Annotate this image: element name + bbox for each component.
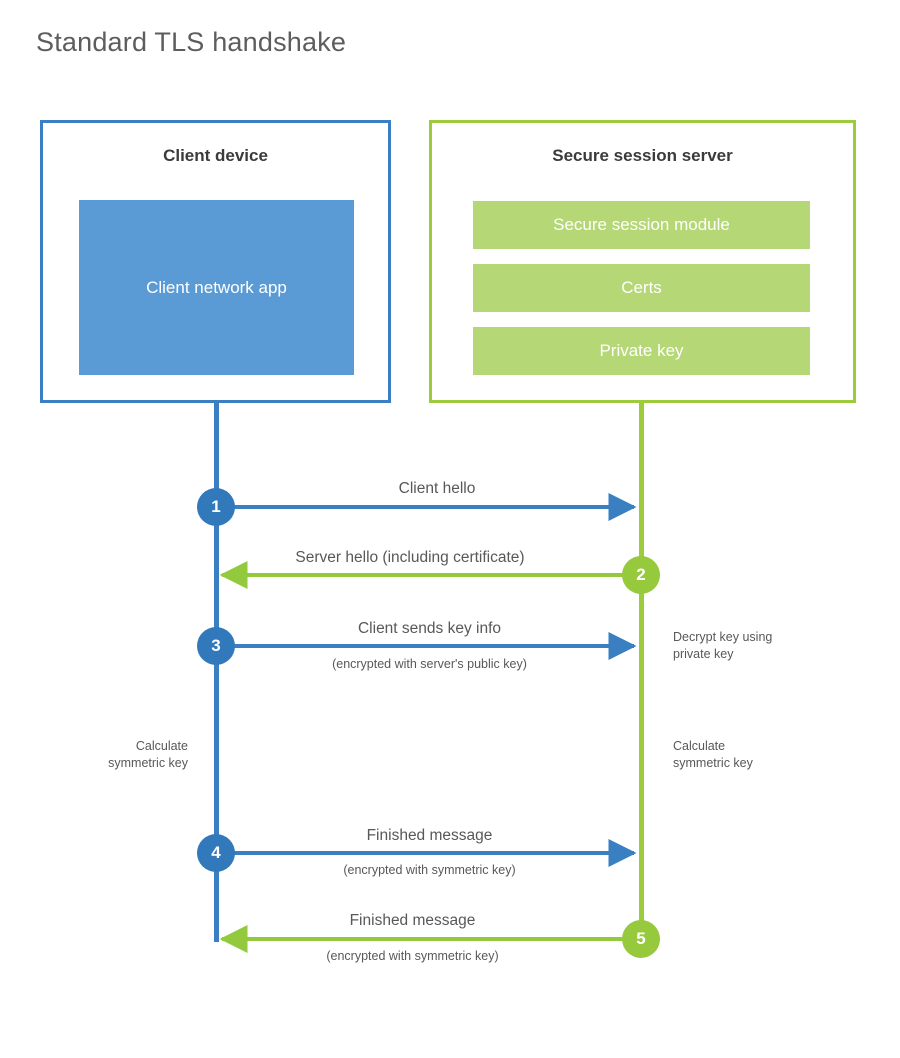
step-badge-2[interactable]: 2: [622, 556, 660, 594]
message-label-step-3: Client sends key info: [357, 620, 502, 637]
secure-session-server-title: Secure session server: [552, 146, 733, 165]
page-title: Standard TLS handshake: [36, 27, 347, 57]
client-lifeline: [214, 403, 219, 942]
message-label-step-2: Server hello (including certificate): [295, 549, 525, 566]
server-component-certs: Certs: [473, 264, 810, 312]
message-label-step-5: Finished message: [349, 912, 476, 929]
annotation-decrypt-key: Decrypt key using private key: [673, 630, 773, 661]
client-device-box: Client device Client network app: [40, 120, 391, 403]
message-sublabel-step-5: (encrypted with symmetric key): [326, 949, 499, 963]
step-badge-4[interactable]: 4: [197, 834, 235, 872]
client-device-title: Client device: [163, 146, 268, 165]
message-sublabel-step-3: (encrypted with server's public key): [332, 657, 527, 671]
annotation-calculate-symmetric-key-client: Calculate symmetric key: [108, 739, 188, 770]
server-lifeline: [639, 403, 644, 940]
server-component-private-key: Private key: [473, 327, 810, 375]
message-sublabel-step-4: (encrypted with symmetric key): [343, 863, 516, 877]
message-label-step-1: Client hello: [398, 480, 476, 497]
annotation-calculate-symmetric-key-server: Calculate symmetric key: [673, 739, 753, 770]
step-badge-1[interactable]: 1: [197, 488, 235, 526]
server-component-secure-session-module: Secure session module: [473, 201, 810, 249]
step-badge-3[interactable]: 3: [197, 627, 235, 665]
secure-session-server-box: Secure session server Secure session mod…: [429, 120, 856, 403]
client-network-app-block: Client network app: [79, 200, 354, 375]
step-badge-5[interactable]: 5: [622, 920, 660, 958]
message-label-step-4: Finished message: [366, 827, 493, 844]
